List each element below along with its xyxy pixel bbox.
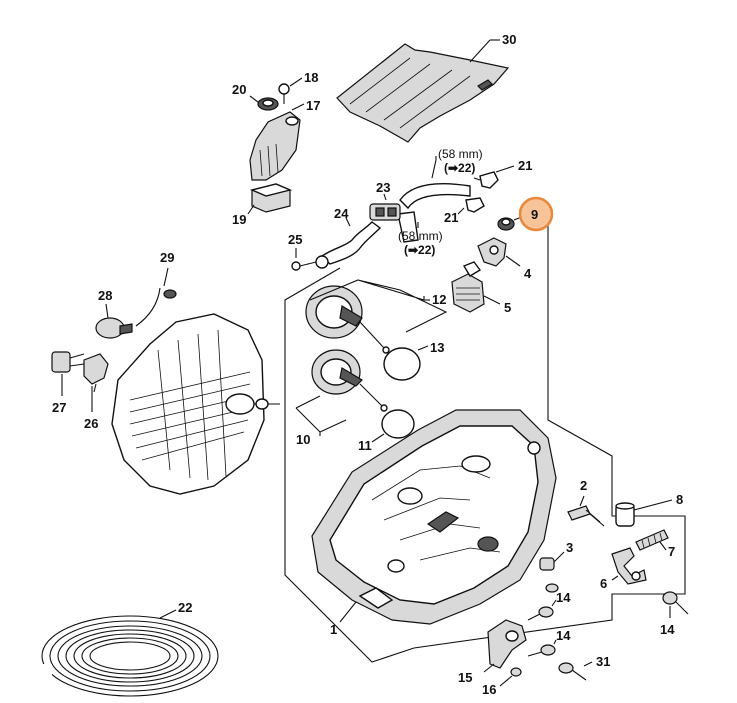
filter-part-5	[451, 261, 485, 313]
label-11: 11	[358, 438, 372, 453]
label-13: 13	[430, 340, 444, 355]
connector-part-27	[51, 351, 85, 373]
screw-part-18	[278, 83, 290, 104]
sleeve-part-8	[615, 502, 635, 527]
note-hose-bottom-ref: (➡22)	[404, 243, 435, 257]
fitting-part-21-bottom	[465, 197, 485, 213]
fitting-part-21-top	[473, 171, 499, 189]
crankcase-part-1	[311, 409, 557, 625]
label-10: 10	[296, 432, 310, 447]
cover-part-30	[336, 43, 510, 143]
assembly-outline	[284, 210, 686, 663]
hose-top	[399, 183, 471, 210]
sensor-part-29	[135, 287, 177, 327]
stud-part-2	[567, 505, 605, 527]
handle-part-17	[249, 111, 301, 181]
label-8: 8	[676, 492, 683, 507]
note-hose-bottom-length: (58 mm)	[398, 229, 443, 243]
label-27: 27	[52, 400, 66, 415]
oring-part-13	[383, 347, 421, 381]
pump-part-12	[305, 285, 390, 354]
label-6: 6	[600, 576, 607, 591]
label-22: 22	[178, 600, 192, 615]
label-30: 30	[502, 32, 516, 47]
label-23: 23	[376, 180, 390, 195]
oring-part-11	[381, 409, 415, 439]
plug-part-9	[497, 217, 515, 231]
label-5: 5	[504, 300, 511, 315]
screw-part-31	[558, 662, 587, 681]
label-24: 24	[334, 206, 349, 221]
bracket-part-4	[477, 237, 507, 267]
screw-part-14-b	[527, 644, 556, 657]
label-9: 9	[531, 207, 538, 222]
label-28: 28	[98, 288, 112, 303]
label-20: 20	[232, 82, 246, 97]
label-26: 26	[84, 416, 98, 431]
label-7: 7	[668, 544, 675, 559]
damper-part-19	[249, 183, 293, 213]
label-29: 29	[160, 250, 174, 265]
note-hose-top-length: (58 mm)	[438, 147, 483, 161]
switch-part-26	[83, 353, 109, 393]
label-21-top: 21	[518, 158, 532, 173]
label-18: 18	[304, 70, 318, 85]
label-2: 2	[580, 478, 587, 493]
screw-part-14-c	[662, 591, 689, 615]
label-15: 15	[458, 670, 472, 685]
screw-part-14-d	[545, 583, 559, 593]
label-1: 1	[330, 622, 337, 637]
label-21-bottom: 21	[444, 210, 458, 225]
note-hose-top-ref: (➡22)	[444, 161, 475, 175]
engine-block	[111, 313, 280, 495]
hose-bottom	[397, 211, 419, 243]
lever-part-6	[611, 547, 647, 585]
grommet-part-20	[257, 97, 279, 111]
hose-coil-part-22	[28, 615, 219, 697]
highlight-badge-9	[518, 196, 554, 232]
label-3: 3	[566, 540, 573, 555]
label-16: 16	[482, 682, 496, 697]
screw-part-14-a	[527, 606, 554, 621]
plug-part-28	[95, 317, 133, 339]
hose-part-24	[320, 221, 382, 265]
screw-part-16	[510, 667, 522, 677]
label-17: 17	[306, 98, 320, 113]
label-25: 25	[288, 232, 302, 247]
pump-part-10	[311, 349, 388, 412]
label-4: 4	[524, 266, 532, 281]
filter-part-23	[369, 203, 401, 221]
label-12: 12	[432, 292, 446, 307]
label-19: 19	[232, 212, 246, 227]
label-31: 31	[596, 654, 610, 669]
spring-part-7	[635, 529, 669, 551]
bracket-part-15	[487, 619, 527, 669]
sleeve-part-3	[539, 557, 555, 571]
label-14-c: 14	[660, 622, 675, 637]
nipple-part-25	[291, 255, 329, 271]
label-14-a: 14	[556, 590, 571, 605]
label-14-b: 14	[556, 628, 571, 643]
